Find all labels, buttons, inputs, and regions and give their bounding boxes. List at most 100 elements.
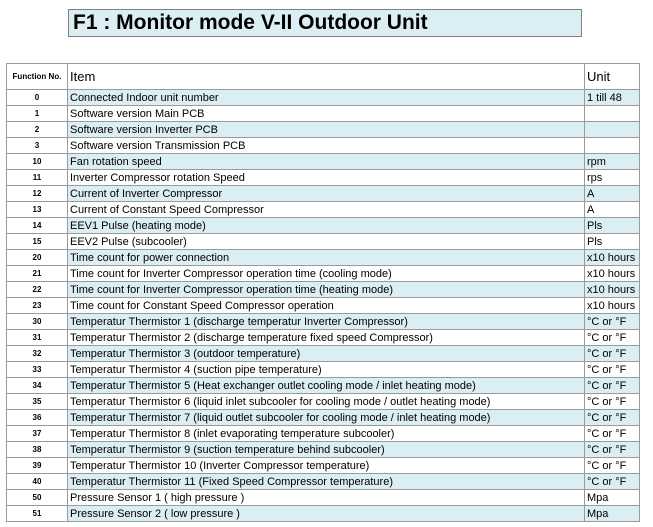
function-number-cell: 12	[6, 185, 68, 202]
item-cell: Pressure Sensor 2 ( low pressure )	[67, 505, 585, 522]
item-cell: Connected Indoor unit number	[67, 89, 585, 106]
function-number-cell: 13	[6, 201, 68, 218]
unit-cell: rps	[584, 169, 640, 186]
unit-cell: A	[584, 201, 640, 218]
unit-cell: Mpa	[584, 505, 640, 522]
item-cell: Temperatur Thermistor 8 (inlet evaporati…	[67, 425, 585, 442]
function-number-cell: 14	[6, 217, 68, 234]
item-cell: Time count for Inverter Compressor opera…	[67, 265, 585, 282]
unit-cell: °C or °F	[584, 473, 640, 490]
item-cell: Current of Inverter Compressor	[67, 185, 585, 202]
function-number-cell: 3	[6, 137, 68, 154]
function-number-cell: 50	[6, 489, 68, 506]
item-cell: Temperatur Thermistor 4 (suction pipe te…	[67, 361, 585, 378]
function-number-cell: 15	[6, 233, 68, 250]
item-cell: Temperatur Thermistor 7 (liquid outlet s…	[67, 409, 585, 426]
function-number-cell: 36	[6, 409, 68, 426]
function-number-cell: 11	[6, 169, 68, 186]
unit-cell: 1 till 48	[584, 89, 640, 106]
function-number-cell: 0	[6, 89, 68, 106]
item-cell: Inverter Compressor rotation Speed	[67, 169, 585, 186]
header-unit: Unit	[584, 63, 640, 90]
item-cell: Time count for Constant Speed Compressor…	[67, 297, 585, 314]
function-number-cell: 34	[6, 377, 68, 394]
unit-cell: °C or °F	[584, 425, 640, 442]
item-cell: Temperatur Thermistor 10 (Inverter Compr…	[67, 457, 585, 474]
function-number-cell: 35	[6, 393, 68, 410]
item-cell: Time count for Inverter Compressor opera…	[67, 281, 585, 298]
function-number-cell: 22	[6, 281, 68, 298]
item-cell: Time count for power connection	[67, 249, 585, 266]
function-number-cell: 32	[6, 345, 68, 362]
unit-cell: rpm	[584, 153, 640, 170]
function-number-cell: 40	[6, 473, 68, 490]
unit-cell: °C or °F	[584, 313, 640, 330]
function-number-cell: 2	[6, 121, 68, 138]
item-cell: Temperatur Thermistor 11 (Fixed Speed Co…	[67, 473, 585, 490]
function-number-cell: 39	[6, 457, 68, 474]
unit-cell: x10 hours	[584, 281, 640, 298]
unit-cell: °C or °F	[584, 457, 640, 474]
function-number-cell: 10	[6, 153, 68, 170]
item-cell: Temperatur Thermistor 6 (liquid inlet su…	[67, 393, 585, 410]
function-number-cell: 23	[6, 297, 68, 314]
item-cell: Fan rotation speed	[67, 153, 585, 170]
function-number-cell: 1	[6, 105, 68, 122]
item-cell: Software version Inverter PCB	[67, 121, 585, 138]
unit-cell: Pls	[584, 217, 640, 234]
unit-cell: °C or °F	[584, 441, 640, 458]
item-cell: Pressure Sensor 1 ( high pressure )	[67, 489, 585, 506]
unit-cell: A	[584, 185, 640, 202]
header-function-no: Function No.	[6, 63, 68, 90]
unit-cell	[584, 137, 640, 154]
item-cell: Software version Transmission PCB	[67, 137, 585, 154]
item-cell: Temperatur Thermistor 9 (suction tempera…	[67, 441, 585, 458]
function-number-cell: 37	[6, 425, 68, 442]
unit-cell: x10 hours	[584, 249, 640, 266]
unit-cell	[584, 121, 640, 138]
table-header-row: Function No. Item Unit	[6, 63, 640, 90]
function-number-cell: 30	[6, 313, 68, 330]
unit-cell: x10 hours	[584, 265, 640, 282]
unit-cell	[584, 105, 640, 122]
function-number-cell: 31	[6, 329, 68, 346]
unit-cell: °C or °F	[584, 329, 640, 346]
item-cell: EEV1 Pulse (heating mode)	[67, 217, 585, 234]
unit-cell: °C or °F	[584, 361, 640, 378]
item-cell: Temperatur Thermistor 1 (discharge tempe…	[67, 313, 585, 330]
unit-cell: °C or °F	[584, 345, 640, 362]
unit-cell: °C or °F	[584, 377, 640, 394]
item-cell: Temperatur Thermistor 2 (discharge tempe…	[67, 329, 585, 346]
unit-cell: x10 hours	[584, 297, 640, 314]
item-cell: Temperatur Thermistor 3 (outdoor tempera…	[67, 345, 585, 362]
function-number-cell: 33	[6, 361, 68, 378]
function-number-cell: 38	[6, 441, 68, 458]
